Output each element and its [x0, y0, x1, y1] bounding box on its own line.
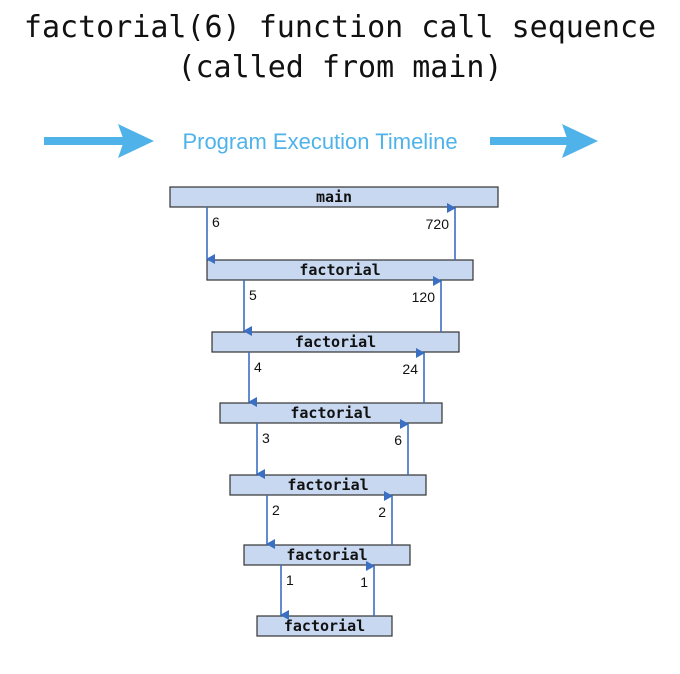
return-value-label: 2 [378, 504, 386, 520]
timeline-label: Program Execution Timeline [182, 129, 458, 154]
frame-box [229, 474, 427, 496]
argument-label: 6 [212, 214, 220, 230]
frame-label: factorial [287, 476, 368, 494]
timeline-left-arrow [44, 124, 154, 158]
title-line-2: (called from main) [177, 50, 503, 85]
return-value-label: 720 [426, 216, 450, 232]
frame-label: factorial [290, 404, 371, 422]
frame-label: factorial [284, 617, 365, 635]
frame-box [211, 331, 460, 353]
frame-box [243, 544, 411, 566]
frame-label: factorial [295, 333, 376, 351]
return-value-label: 6 [394, 432, 402, 448]
frame-label: factorial [286, 546, 367, 564]
return-value-label: 24 [402, 361, 418, 377]
frame-label: main [316, 188, 352, 206]
title-line-1: factorial(6) function call sequence [23, 10, 657, 45]
argument-label: 3 [262, 430, 270, 446]
frame-box [256, 615, 393, 637]
argument-label: 1 [286, 572, 294, 588]
argument-label: 4 [254, 359, 262, 375]
frame-label: factorial [299, 261, 380, 279]
return-value-label: 120 [412, 289, 436, 305]
timeline-arrows [44, 124, 598, 158]
argument-label: 2 [272, 502, 280, 518]
frame-box [169, 186, 499, 208]
argument-label: 5 [249, 287, 257, 303]
frame-box [219, 402, 443, 424]
timeline-right-arrow [490, 124, 598, 158]
return-value-label: 1 [360, 574, 368, 590]
frame-box [206, 259, 474, 281]
